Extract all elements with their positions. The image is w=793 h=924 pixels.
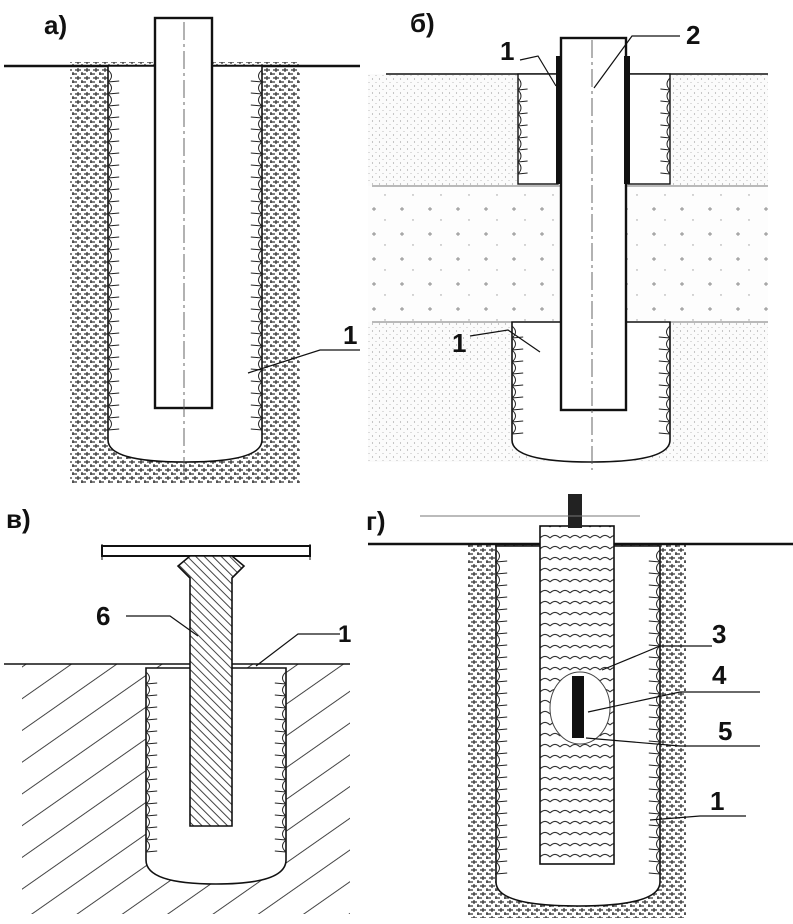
column-6 (176, 555, 246, 827)
pile-a (153, 16, 214, 410)
callout-v-1: 1 (338, 621, 351, 648)
grout-upper-scallops (517, 77, 671, 175)
panel-b: б) 1 2 1 (368, 8, 768, 470)
panel-label-a: а) (44, 10, 67, 40)
leader-line-b-2 (593, 35, 680, 89)
callout-b-1-top: 1 (500, 36, 514, 66)
leader-line-g-5 (585, 737, 760, 747)
callout-g-4: 4 (712, 660, 727, 690)
casing-left-b (556, 56, 562, 184)
callout-a-1: 1 (343, 320, 357, 350)
leader-line-a-1 (247, 349, 360, 374)
panel-g: г) 3 4 5 1 (366, 494, 793, 918)
leader-line-b-1-bottom (469, 329, 541, 353)
casing-right-b (624, 56, 630, 184)
callout-g-3: 3 (712, 619, 726, 649)
foundation-slab (101, 545, 311, 557)
grout-column-scallops-v (145, 671, 287, 853)
leader-line-b-1-top (519, 55, 557, 87)
grout-column-scallops-a (107, 69, 263, 431)
leader-line-g-4 (587, 691, 760, 713)
callout-g-5: 5 (718, 716, 732, 746)
callout-b-1-bottom: 1 (452, 328, 466, 358)
panel-label-g: г) (366, 506, 386, 536)
leader-line-g-3 (601, 645, 712, 671)
panel-v: в) 6 1 (4, 504, 351, 914)
panel-label-v: в) (6, 504, 31, 534)
leader-line-v-1 (255, 633, 340, 667)
grout-lower-scallops (511, 325, 671, 435)
grout-column-scallops-g (495, 549, 661, 875)
leader-line-g-1 (649, 815, 746, 821)
leader-line-v-6 (126, 615, 199, 637)
injector-core (572, 676, 584, 738)
anchor-head (568, 494, 582, 528)
callout-g-1: 1 (710, 786, 724, 816)
callout-b-2: 2 (686, 20, 700, 50)
grout-upper-left (517, 73, 559, 185)
panel-label-b: б) (410, 8, 435, 38)
grout-upper-right (627, 73, 671, 185)
panel-a: а) 1 (4, 10, 360, 484)
callout-v-6: 6 (96, 601, 110, 631)
pile-b (559, 36, 628, 412)
